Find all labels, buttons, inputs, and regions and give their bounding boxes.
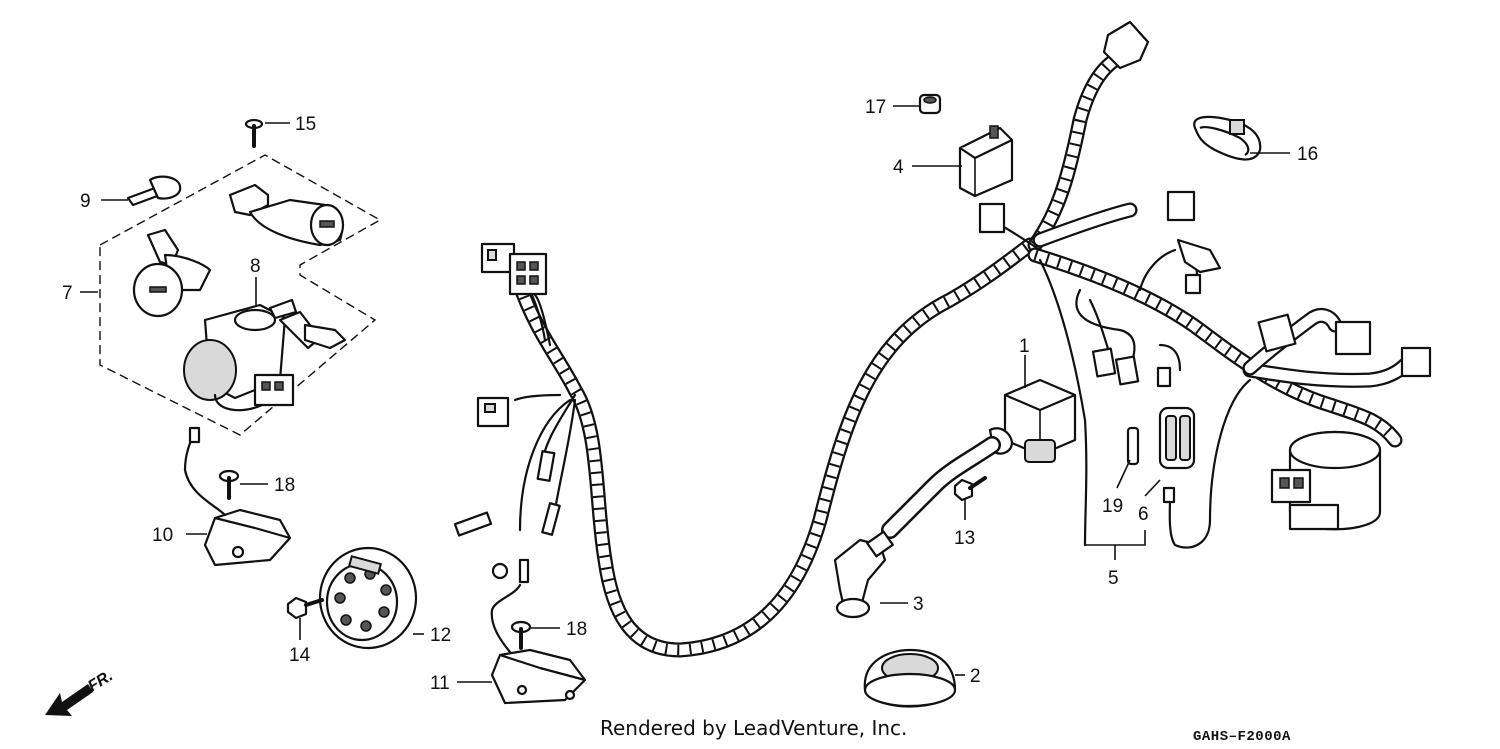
connector-mid-3 [1176,238,1222,274]
connector-top [1102,20,1150,70]
callout-3: 3 [913,594,924,615]
callout-11: 11 [430,673,450,694]
callout-labels: 1 2 3 4 5 6 7 8 9 10 11 12 13 14 15 16 1… [62,97,1318,694]
callout-5: 5 [1108,568,1119,589]
callout-8: 8 [250,256,261,277]
screw-18-upper [218,469,240,500]
harness-connectors-left [453,242,561,580]
watermark: Rendered by LeadVenture, Inc. [600,716,908,740]
callout-4: 4 [893,157,904,178]
relay [958,125,1014,198]
ignition-coil [881,378,1077,539]
callout-14: 14 [289,645,311,666]
callout-16: 16 [1297,144,1318,165]
callout-12: 12 [430,625,451,646]
coil-assembly-right [1270,430,1382,531]
grommet-small [918,93,942,115]
connector-right-2 [1334,320,1372,356]
callout-6: 6 [1138,504,1149,525]
spare-key [126,175,182,207]
callout-7: 7 [62,283,73,304]
bolt-14 [286,596,324,620]
switch-bracket-10 [183,426,292,567]
terminal-left-3 [453,511,493,537]
terminal-left-1 [536,450,556,482]
bolt-13 [953,476,987,502]
connector-small [1156,366,1172,388]
connector-left-1 [480,242,516,274]
connector-mid-4 [1184,273,1202,295]
switch-bracket-11 [490,558,587,705]
callout-10: 10 [152,525,173,546]
screw-15 [244,118,264,148]
connector-right-1 [1257,313,1297,353]
callout-1: 1 [1019,336,1030,357]
ignition-switch [183,303,295,412]
connector-pair-2 [1114,355,1140,386]
drawing-code: GAHS–F2000A [1193,729,1291,745]
callout-13: 13 [954,528,975,549]
callout-18-upper: 18 [274,475,295,496]
callout-2: 2 [970,666,981,687]
harness-connectors-right [978,20,1432,388]
connector-right-3 [1400,346,1432,378]
front-direction-arrow: FR. [45,667,116,716]
horn [318,546,418,650]
callout-17: 17 [865,97,886,118]
leader-lines [80,105,1290,683]
cable-band [1193,115,1262,161]
fuse-clip [1162,486,1176,504]
connector-left-2 [508,252,548,296]
callout-18-lower: 18 [566,619,587,640]
terminal-left-2 [541,502,561,536]
callout-19: 19 [1102,496,1123,517]
callout-9: 9 [80,191,91,212]
fuse [1126,426,1140,466]
cap-grommet [863,648,957,708]
ring-terminal [491,562,509,580]
main-wire-harness [512,52,1413,658]
key-set-group [99,154,382,436]
fuse-and-holder [1126,406,1196,504]
spark-plug-cap [833,530,894,619]
helmet-lock [132,228,212,318]
connector-mid-1 [978,202,1006,234]
connector-pair-1 [1091,347,1117,378]
connector-mid-2 [1166,190,1196,222]
screw-18-lower [510,620,532,650]
keys-on-switch [268,298,347,350]
seat-lock [228,183,345,247]
callout-15: 15 [295,114,316,135]
